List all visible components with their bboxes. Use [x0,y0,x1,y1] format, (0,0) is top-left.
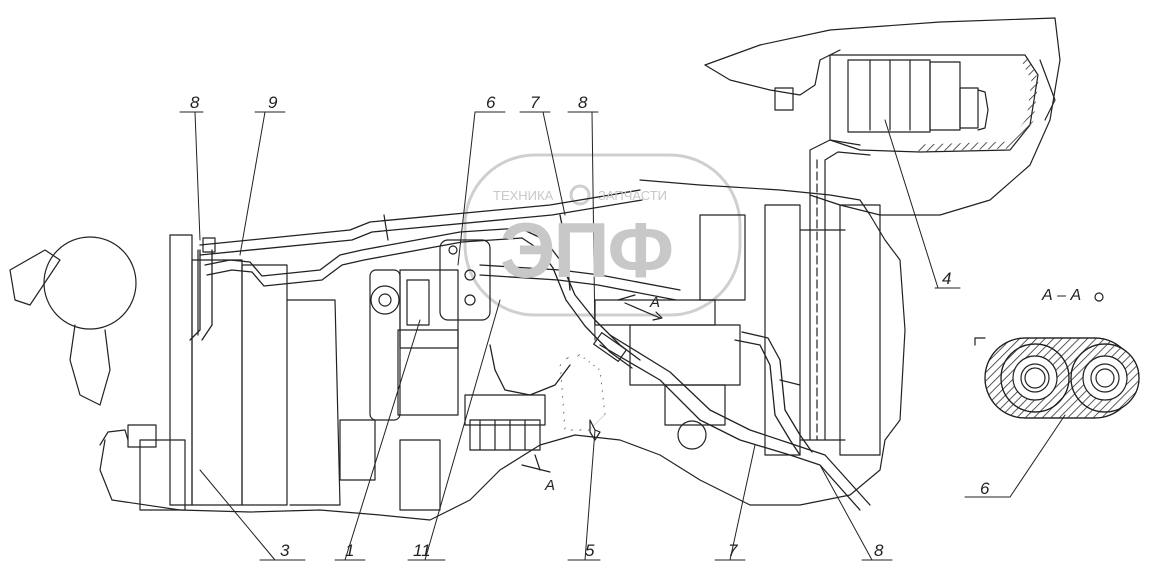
callout-4: 4 [942,269,952,288]
cab-contour [704,17,1061,216]
cut-label-lower: А [545,477,556,494]
watermark-logo [463,153,742,317]
cut-label-upper: А [650,294,661,311]
callout-11: 11 [413,541,431,560]
watermark-text-right: ЗАПЧАСТИ [598,188,668,203]
section-a-a-detail [974,292,1140,419]
hose-clamps [202,214,627,441]
callout-6-top: 6 [486,93,496,112]
callout-1: 1 [345,541,355,560]
watermark-logo-text: ЭПФ [500,206,674,294]
callout-7-top: 7 [530,93,540,112]
callout-6-section: 6 [980,479,990,498]
callout-5: 5 [585,541,595,560]
callout-7-bottom: 7 [728,541,738,560]
frame-members [764,204,881,456]
section-cut-marks [521,294,663,473]
radiator-fan [9,234,341,506]
callout-leaders [179,111,1066,561]
fuel-hoses [189,189,871,511]
callout-3: 3 [280,541,290,560]
fuel-tank [774,54,1039,153]
callout-9: 9 [268,93,278,112]
engine-block [339,214,746,511]
callout-8-top: 8 [578,93,588,112]
callout-8-top-left: 8 [190,93,200,112]
callout-8-bottom: 8 [874,541,884,560]
watermark-text-left: ТЕХНИКА [493,188,554,203]
fuel-hose-vertical [799,139,871,441]
section-label: А – А [1042,287,1082,304]
